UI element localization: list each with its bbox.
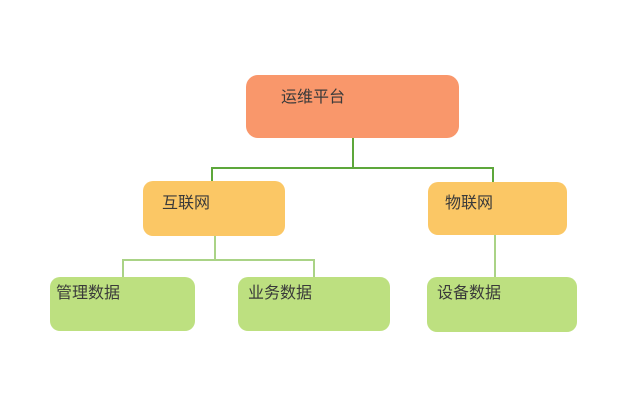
node-label: 互联网 <box>162 193 211 212</box>
connector-line <box>214 236 216 259</box>
connector-line <box>313 259 315 277</box>
connector-line <box>494 235 496 277</box>
node-label: 管理数据 <box>56 283 121 302</box>
node-internet[interactable]: 互联网 <box>143 181 285 236</box>
node-device-data[interactable]: 设备数据 <box>427 277 577 332</box>
node-label: 业务数据 <box>248 283 313 302</box>
connector-line <box>122 259 315 261</box>
node-label: 运维平台 <box>281 87 346 106</box>
connector-line <box>122 259 124 277</box>
node-label: 物联网 <box>445 193 494 212</box>
node-label: 设备数据 <box>437 283 502 302</box>
node-iot[interactable]: 物联网 <box>428 182 567 235</box>
connector-line <box>492 167 494 182</box>
connector-line <box>211 167 213 181</box>
node-management-data[interactable]: 管理数据 <box>50 277 195 331</box>
connector-line <box>211 167 494 169</box>
node-ops-platform[interactable]: 运维平台 <box>246 75 459 138</box>
node-business-data[interactable]: 业务数据 <box>238 277 390 331</box>
connector-line <box>352 138 354 167</box>
